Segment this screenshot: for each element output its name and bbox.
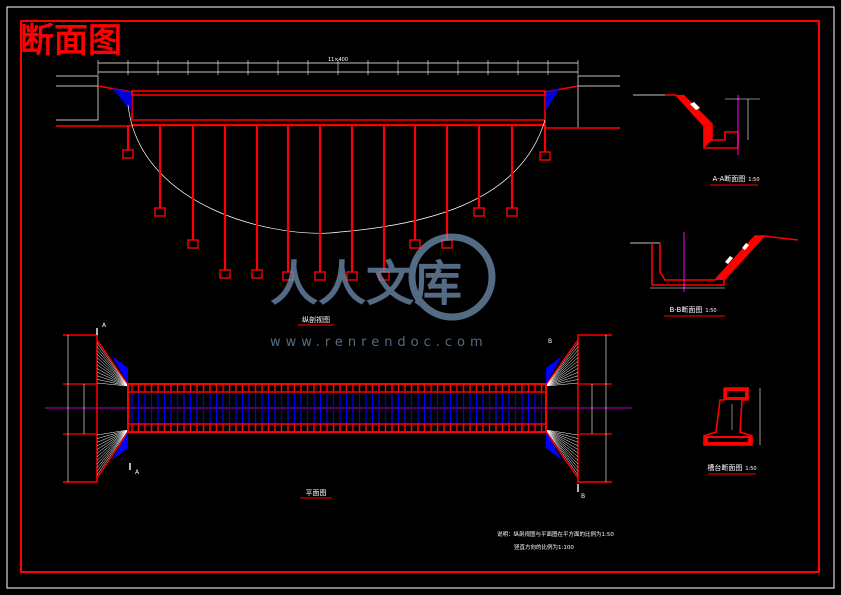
fan-line bbox=[96, 360, 129, 387]
fan-line bbox=[545, 429, 579, 443]
fan-line bbox=[545, 429, 579, 458]
fan-line bbox=[545, 364, 579, 387]
elevation-view: 11×400 纵剖视图 bbox=[56, 57, 620, 326]
fan-line bbox=[545, 429, 579, 447]
fan-line bbox=[545, 353, 579, 387]
pier-footing bbox=[122, 149, 134, 159]
fan-line bbox=[96, 429, 129, 465]
pier-footing bbox=[251, 269, 263, 279]
fan-line bbox=[545, 357, 579, 387]
trough-ribs bbox=[131, 384, 543, 432]
fan-line bbox=[96, 342, 129, 387]
fan-line bbox=[96, 429, 129, 436]
fan-line bbox=[545, 342, 579, 387]
fan-line bbox=[96, 429, 129, 468]
fan-line bbox=[96, 371, 129, 387]
pier-footing bbox=[539, 151, 551, 161]
trough-plan bbox=[127, 383, 547, 433]
section-marker-b-bottom: B bbox=[581, 493, 585, 500]
left-abutment-hatch bbox=[112, 88, 132, 112]
pier-footing bbox=[506, 207, 518, 217]
fan-line bbox=[96, 350, 129, 387]
fan-line bbox=[96, 353, 129, 387]
watermark-url: www.renrendoc.com bbox=[270, 335, 488, 350]
watermark-ring-icon bbox=[408, 233, 496, 321]
left-abutment-outline bbox=[56, 75, 99, 87]
fan-line bbox=[545, 368, 579, 387]
fan-line bbox=[96, 382, 129, 387]
section-marker-a-bottom: A bbox=[135, 469, 140, 476]
fan-line bbox=[96, 429, 129, 454]
fan-line bbox=[96, 429, 129, 461]
pier-footing bbox=[219, 269, 231, 279]
fan-line bbox=[96, 379, 129, 387]
pier-footing bbox=[154, 207, 166, 217]
section-marker-a-top: A bbox=[102, 322, 107, 329]
fan-line bbox=[96, 429, 129, 472]
watermark-text: 人人文库 bbox=[270, 256, 462, 312]
fan-line bbox=[96, 429, 129, 450]
fan-line bbox=[96, 375, 129, 387]
fan-line bbox=[96, 357, 129, 387]
fan-line bbox=[96, 429, 129, 476]
fan-line bbox=[545, 429, 579, 465]
pier-footing bbox=[187, 239, 199, 249]
section-bb-outline bbox=[651, 235, 766, 286]
fan-line bbox=[545, 379, 579, 387]
fan-line bbox=[96, 429, 129, 447]
pier-footing bbox=[314, 271, 326, 281]
fan-line bbox=[96, 429, 129, 439]
fan-line bbox=[96, 364, 129, 387]
right-abutment-plan bbox=[577, 334, 612, 483]
plan-view: A A B B 平面图 bbox=[45, 322, 632, 500]
fan-line bbox=[545, 382, 579, 387]
fan-line bbox=[545, 360, 579, 387]
left-abutment-plan bbox=[63, 334, 98, 483]
fan-line bbox=[545, 429, 579, 450]
fan-line bbox=[545, 371, 579, 387]
fan-line bbox=[545, 429, 579, 472]
note-line-1: 说明：纵剖视图与平面图在平方面的比例为1:50 bbox=[497, 530, 614, 538]
fan-line bbox=[545, 346, 579, 387]
left-wingwall-fan bbox=[96, 342, 129, 476]
right-abutment-outline bbox=[577, 75, 620, 87]
fan-line bbox=[545, 375, 579, 387]
pier-footing bbox=[378, 271, 390, 281]
pier-footing bbox=[473, 207, 485, 217]
trough-top bbox=[131, 90, 546, 96]
section-marker-b-top: B bbox=[548, 338, 552, 345]
fan-line bbox=[545, 429, 579, 476]
fan-line bbox=[545, 429, 579, 468]
pier-footing bbox=[346, 271, 358, 281]
fan-line bbox=[545, 350, 579, 387]
outer-frame bbox=[6, 6, 835, 589]
elevation-dim-ticks bbox=[97, 60, 579, 75]
page-title: 断面图 bbox=[20, 21, 122, 61]
fan-line bbox=[545, 429, 579, 436]
fan-line bbox=[96, 346, 129, 387]
fan-line bbox=[545, 429, 579, 461]
piers bbox=[122, 125, 551, 281]
pier-footing bbox=[282, 271, 294, 281]
fan-line bbox=[96, 429, 129, 443]
plan-label: 平面图 bbox=[306, 489, 327, 497]
right-wingwall-fan bbox=[545, 342, 579, 476]
fan-line bbox=[545, 429, 579, 439]
fan-line bbox=[96, 368, 129, 387]
fan-line bbox=[96, 429, 129, 458]
ground-profile bbox=[127, 104, 546, 234]
note-line-2: 竖直方向的比例为1:100 bbox=[514, 543, 574, 551]
pier-footing bbox=[409, 239, 421, 249]
inner-frame bbox=[20, 20, 820, 573]
watermark: 人人文库 www.renrendoc.com bbox=[270, 233, 496, 350]
elevation-label: 纵剖视图 bbox=[302, 315, 330, 324]
fan-line bbox=[545, 429, 579, 454]
